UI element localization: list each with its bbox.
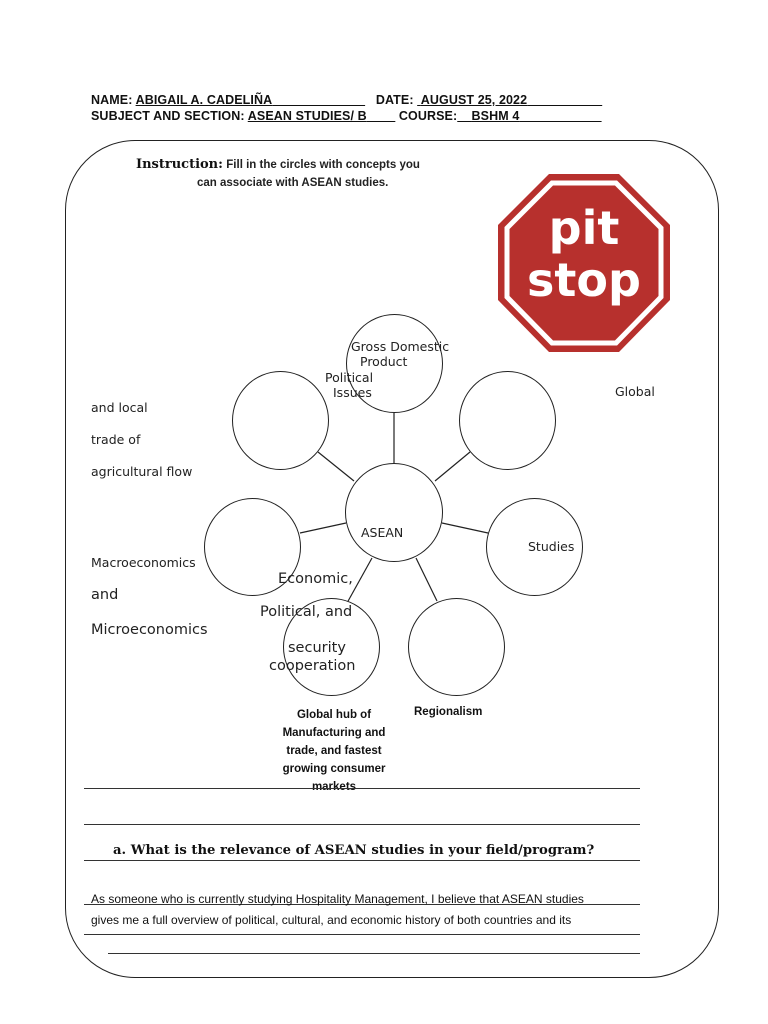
bottom-left-caption: Global hub of Manufacturing and trade, a… [274, 706, 394, 796]
global-label: Global [615, 384, 655, 399]
rule-3 [84, 860, 640, 861]
political-label-2: Issues [333, 385, 372, 400]
stop-sign-text-pit: pit [549, 201, 620, 255]
course-label: COURSE: [398, 109, 458, 123]
left-mid-label-2: and [91, 587, 119, 603]
date-label: DATE: [375, 93, 414, 107]
instruction-line1: Instruction: Fill in the circles with co… [136, 157, 420, 172]
circle-top-left[interactable] [232, 371, 329, 470]
name-label: NAME: [91, 93, 133, 107]
instruction-label: Instruction: [136, 157, 223, 172]
answer-line-2: gives me a full overview of political, c… [91, 913, 572, 927]
stop-sign-text-stop: stop [527, 253, 641, 307]
circle-right[interactable] [486, 498, 583, 596]
bottom-left-caption-3: trade, and fastest [286, 745, 382, 757]
bottom-right-caption: Regionalism [414, 706, 483, 718]
rule-6 [108, 953, 640, 954]
circle-center[interactable] [345, 463, 443, 562]
gdp-label-1: Gross Domestic [351, 339, 450, 354]
left-top-label-1: and local [91, 400, 148, 415]
econ-label-1: Economic, [278, 571, 353, 587]
left-top-label-3: agricultural flow [91, 464, 193, 479]
econ-label-3: security [288, 640, 346, 656]
studies-label: Studies [528, 539, 575, 554]
bottom-left-caption-5: markets [311, 781, 357, 793]
subject-row: SUBJECT AND SECTION: ASEAN STUDIES/ B CO… [91, 109, 602, 123]
connector-top-right [434, 451, 471, 482]
political-label-1: Political [325, 370, 374, 385]
date-value: AUGUST 25, 2022 [420, 93, 528, 107]
connector-left [299, 522, 347, 534]
rule-4 [84, 904, 640, 905]
left-mid-label-3: Microeconomics [91, 622, 208, 638]
circle-top-right[interactable] [459, 371, 556, 470]
subject-label: SUBJECT AND SECTION: [91, 109, 245, 123]
answer-line-1: As someone who is currently studying Hos… [91, 892, 584, 906]
rule-2 [84, 824, 640, 825]
question-text: a. What is the relevance of ASEAN studie… [113, 843, 595, 858]
circle-bottom-right[interactable] [408, 598, 505, 696]
instruction-line2: can associate with ASEAN studies. [197, 177, 389, 189]
course-value: BSHM 4 [471, 109, 520, 123]
econ-label-2: Political, and [260, 604, 353, 620]
left-mid-label-1: Macroeconomics [91, 555, 196, 570]
name-row: NAME: ABIGAIL A. CADELIÑA DATE: AUGUST 2… [91, 93, 602, 107]
left-top-label-2: trade of [91, 432, 141, 447]
connector-top-left [317, 451, 355, 482]
rule-1 [84, 788, 640, 789]
bottom-left-caption-1: Global hub of [296, 709, 372, 721]
bottom-left-caption-4: growing consumer [282, 763, 386, 775]
name-value: ABIGAIL A. CADELIÑA [135, 93, 273, 107]
gdp-label-2: Product [360, 354, 408, 369]
center-label: ASEAN [361, 525, 404, 540]
worksheet-frame [65, 140, 719, 978]
circle-bottom-left[interactable] [283, 598, 380, 696]
stop-sign-octagon [498, 174, 670, 352]
bottom-left-caption-2: Manufacturing and [282, 727, 386, 739]
econ-label-4: cooperation [269, 658, 356, 674]
pit-stop-sign: pit stop [498, 174, 670, 352]
connector-right [441, 522, 489, 534]
circle-top[interactable] [346, 314, 443, 413]
instruction-text-1: Fill in the circles with concepts you [226, 159, 420, 171]
rule-5 [84, 934, 640, 935]
circle-left[interactable] [204, 498, 301, 596]
stop-sign-border [504, 180, 664, 346]
subject-value: ASEAN STUDIES/ B [247, 109, 367, 123]
connector-bottom-right [415, 557, 438, 602]
